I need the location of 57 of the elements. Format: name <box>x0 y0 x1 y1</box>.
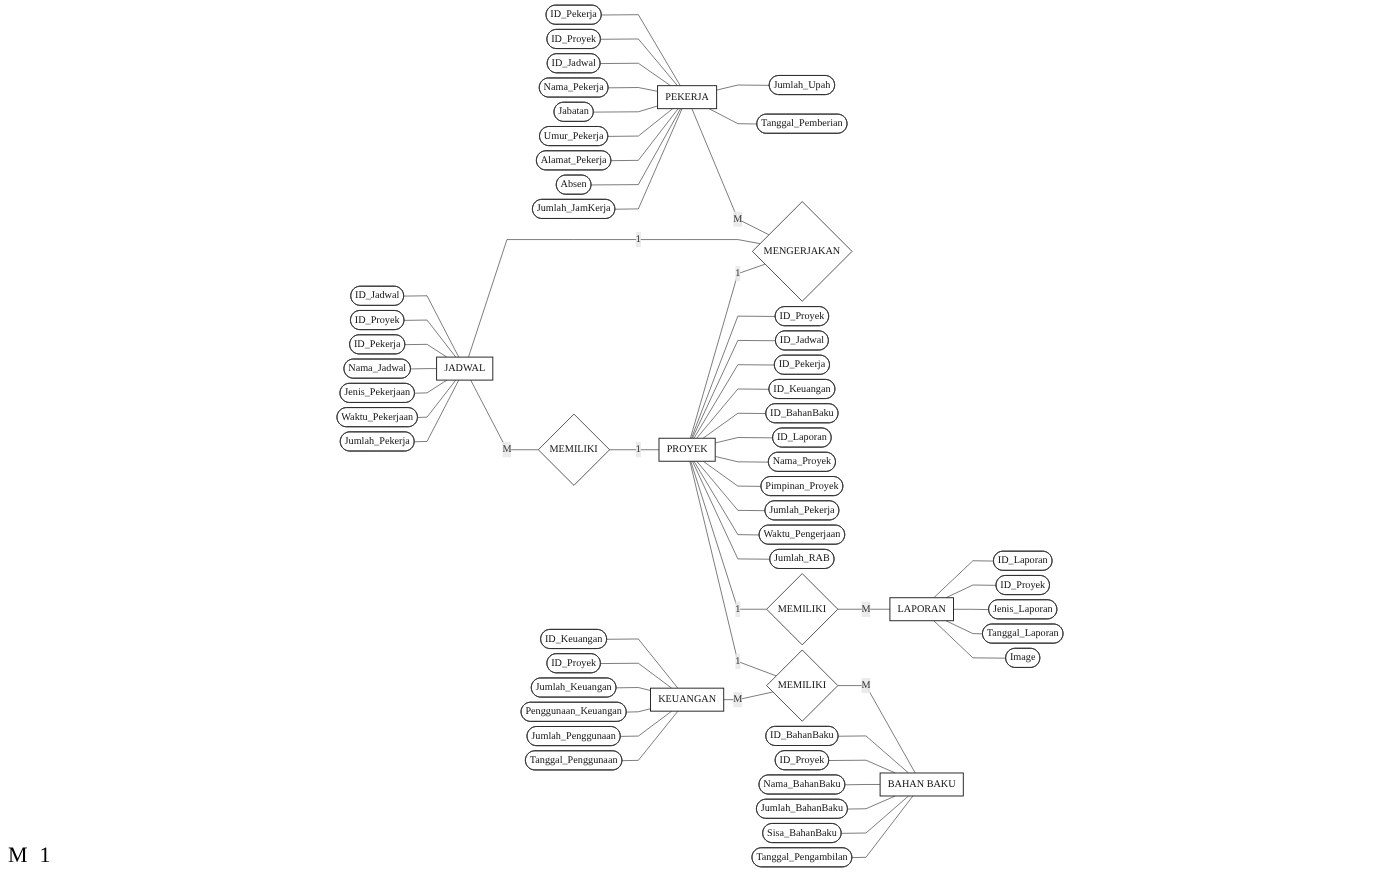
connector <box>601 14 681 86</box>
connector <box>693 364 775 439</box>
connector <box>591 108 681 186</box>
connector <box>470 379 539 451</box>
connector <box>708 108 758 125</box>
cardinality-label: M <box>8 844 28 868</box>
connector <box>593 105 658 113</box>
connector <box>714 456 769 463</box>
connector <box>414 379 448 394</box>
connector <box>615 687 651 691</box>
connector <box>410 368 437 370</box>
connector <box>844 784 881 786</box>
connector <box>691 315 776 439</box>
connector <box>953 608 990 610</box>
connector <box>403 295 460 358</box>
connector <box>714 437 774 444</box>
connector <box>945 584 997 599</box>
connector <box>600 38 678 86</box>
connector <box>614 108 683 210</box>
connector <box>696 388 770 439</box>
connector <box>693 460 760 536</box>
connector <box>690 460 767 610</box>
connector <box>716 84 770 91</box>
connector <box>702 460 762 487</box>
connector <box>417 379 457 418</box>
connector <box>621 710 679 761</box>
connector <box>933 560 995 599</box>
connector <box>626 708 651 713</box>
connector <box>828 759 896 774</box>
cardinality-label: 1 <box>39 844 51 868</box>
connector <box>841 795 909 834</box>
connector <box>600 662 673 689</box>
connector <box>691 108 770 235</box>
connector <box>838 735 909 774</box>
connector <box>620 710 673 737</box>
connector <box>690 263 766 439</box>
connector <box>692 340 777 439</box>
connector <box>600 62 671 86</box>
connector <box>608 87 658 92</box>
connector <box>610 108 679 161</box>
connector <box>607 108 673 137</box>
connector <box>837 685 916 774</box>
connector <box>696 460 766 511</box>
connector <box>414 379 460 443</box>
connector <box>608 449 660 451</box>
connector <box>689 460 777 677</box>
connector <box>692 460 771 560</box>
connector <box>945 620 984 635</box>
connector <box>933 620 1007 659</box>
connector <box>404 344 448 358</box>
connector <box>847 795 896 810</box>
connector <box>851 795 914 858</box>
connector <box>468 239 761 358</box>
connector <box>606 638 679 689</box>
connector <box>403 319 457 358</box>
connector <box>702 412 767 439</box>
connector <box>723 691 773 700</box>
